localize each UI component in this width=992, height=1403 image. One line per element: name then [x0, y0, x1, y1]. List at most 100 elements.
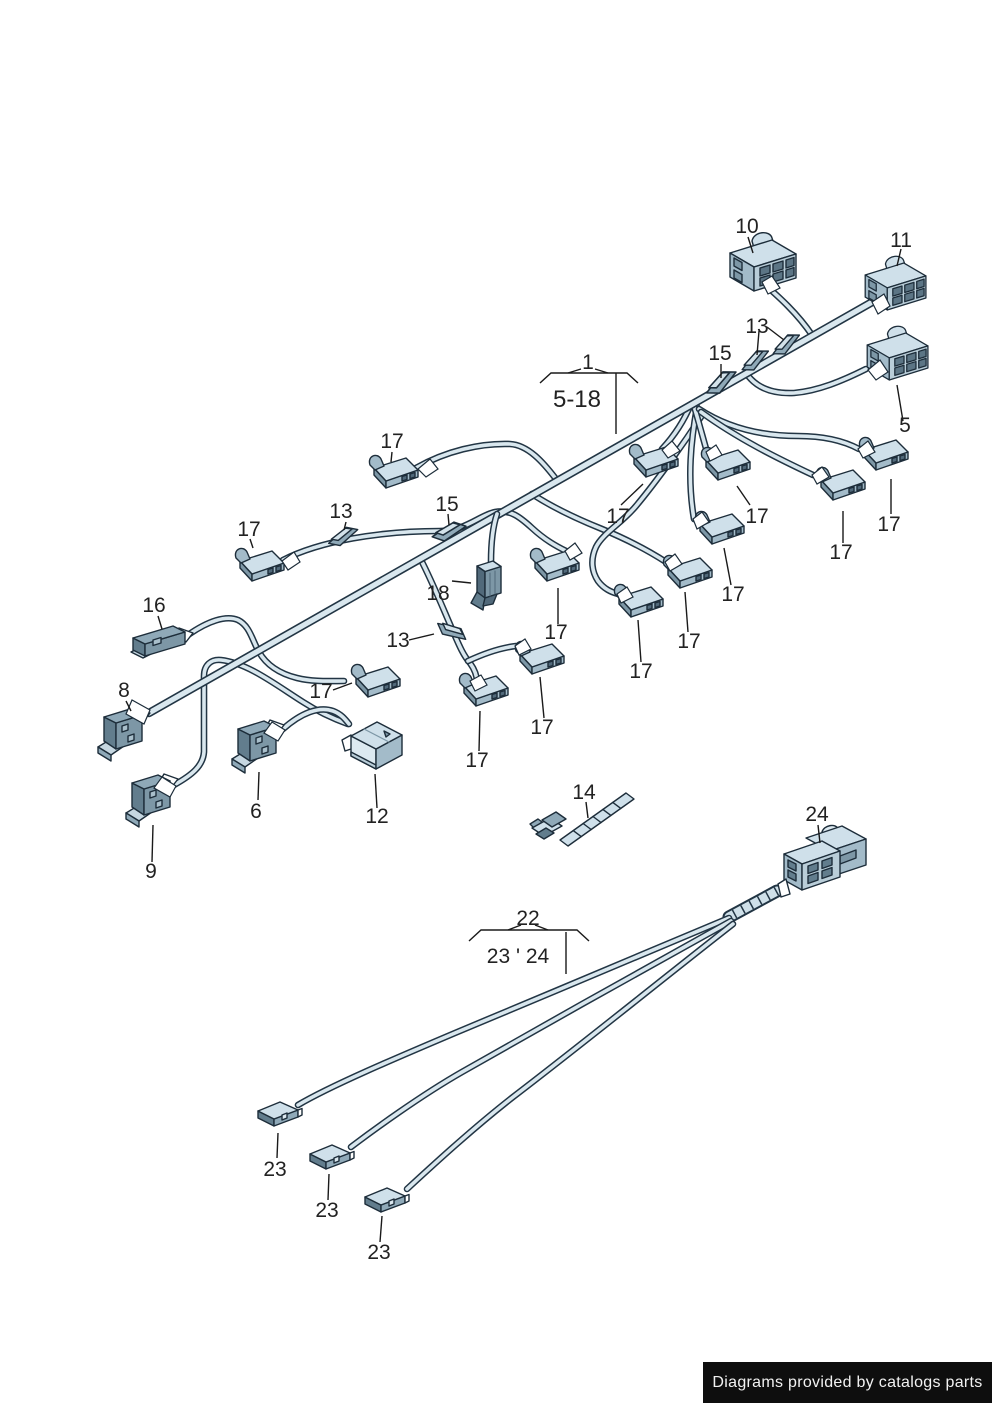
leader-14	[585, 801, 589, 819]
fan-leg-d	[811, 466, 830, 485]
fan-11	[871, 293, 891, 315]
connector-23-b	[309, 1144, 355, 1170]
fan-c2	[616, 586, 634, 604]
leader-10	[747, 236, 754, 254]
fan-leg-b	[705, 444, 723, 462]
callout-22: 22	[516, 907, 539, 930]
leader-17-477	[478, 710, 481, 752]
watermark-text: Diagrams provided by catalogs parts	[712, 1373, 983, 1391]
leader-17-618	[620, 483, 644, 506]
callout-5: 5	[899, 414, 911, 437]
connector-23-c	[364, 1187, 410, 1213]
callout-18: 18	[426, 582, 449, 605]
leader-8	[125, 700, 132, 712]
fan-17a	[417, 458, 439, 478]
fan-9	[153, 776, 177, 798]
leader-6	[257, 771, 260, 801]
cable-23b-core	[349, 919, 733, 1149]
leader-23b	[327, 1173, 330, 1201]
cable-runs	[144, 279, 879, 1193]
connector-16	[130, 625, 194, 659]
callout-17-2: 17	[237, 518, 260, 541]
leader-11	[896, 248, 902, 267]
leader-lines	[125, 236, 904, 1243]
fan-leg-e	[692, 511, 710, 530]
callout-8: 8	[118, 679, 130, 702]
callout-12: 12	[365, 805, 388, 828]
connector-17-l	[458, 672, 509, 707]
callout-15-mid: 15	[435, 493, 458, 516]
leader-17-757	[736, 485, 751, 506]
fan-leg-a	[661, 440, 681, 459]
callout-17-4: 17	[745, 505, 768, 528]
leader-13-341	[343, 521, 347, 531]
leader-16	[157, 615, 163, 630]
callout-10: 10	[735, 215, 758, 238]
fan-leg-c	[857, 440, 876, 459]
wire-fans	[125, 275, 891, 798]
fan-e1	[469, 674, 488, 692]
connector-18	[470, 560, 502, 611]
bracket-1-wedge	[567, 368, 609, 374]
fan-6	[263, 721, 286, 742]
callout-23-c: 23	[367, 1241, 390, 1264]
callout-13-low: 13	[386, 629, 409, 652]
cable-17-390-core	[414, 442, 558, 481]
leader-13-398	[408, 633, 435, 641]
cable-leg-d-core	[699, 410, 815, 477]
callout-23-b: 23	[315, 1199, 338, 1222]
cable-leg-c-core	[697, 407, 861, 451]
callout-6: 6	[250, 800, 262, 823]
fan-c1	[664, 553, 683, 572]
callout-15-top: 15	[708, 342, 731, 365]
fan-10	[761, 275, 781, 295]
leader-13top-2	[756, 330, 760, 356]
connector-17-b	[234, 547, 285, 582]
leader-13top-1	[766, 326, 785, 341]
callout-16: 16	[142, 594, 165, 617]
callout-17-1: 17	[380, 430, 403, 453]
cable-23a-core	[296, 916, 731, 1107]
cable-18-drop-core	[489, 512, 499, 564]
sleeve-24-core	[724, 886, 782, 922]
callout-23-24: 23 ' 24	[487, 945, 550, 968]
callout-11: 11	[890, 229, 912, 252]
leader-23c	[379, 1215, 383, 1243]
connector-12	[341, 721, 403, 770]
callout-17-11: 17	[309, 680, 332, 703]
bracket-1	[539, 372, 639, 384]
callout-17-10: 17	[629, 660, 652, 683]
leader-17-249	[249, 538, 254, 549]
fan-e2	[514, 638, 532, 656]
leader-17-542	[539, 676, 545, 719]
callout-17-5: 17	[877, 513, 900, 536]
callout-17-8: 17	[721, 583, 744, 606]
connector-17-m	[350, 663, 401, 698]
leader-17-641	[637, 619, 642, 663]
cable-6-core	[281, 707, 351, 731]
callout-17-13: 17	[465, 749, 488, 772]
callout-23-a: 23	[263, 1158, 286, 1181]
callout-14: 14	[572, 781, 596, 804]
leader-9	[151, 824, 154, 863]
callout-5-18: 5-18	[553, 386, 601, 413]
cable-e2-core	[466, 644, 518, 663]
leader-12	[374, 773, 378, 809]
callout-17-3: 17	[606, 505, 629, 528]
callout-17-12: 17	[530, 716, 553, 739]
callout-17-9: 17	[677, 630, 700, 653]
callout-13-mid: 13	[329, 500, 352, 523]
watermark-bar: Diagrams provided by catalogs parts	[703, 1362, 992, 1403]
fan-8	[125, 699, 151, 725]
fan-17b	[281, 551, 301, 571]
callout-24: 24	[805, 803, 829, 826]
leader-18	[451, 580, 472, 584]
leader-17-321	[332, 682, 353, 691]
callout-1: 1	[582, 351, 594, 374]
callout-17-7: 17	[544, 621, 567, 644]
cable-chain-b-core	[281, 509, 568, 562]
connectors	[97, 231, 929, 1213]
callout-13-top: 13	[745, 315, 768, 338]
